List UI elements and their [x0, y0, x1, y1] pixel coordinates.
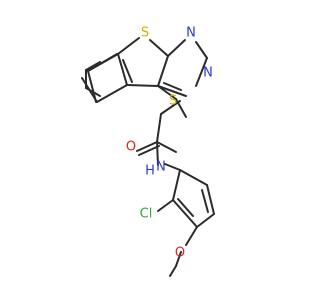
bond	[172, 199, 198, 228]
bond	[117, 53, 128, 86]
chlorine-label: Cl	[140, 207, 153, 222]
bond	[185, 226, 198, 246]
bond	[167, 39, 186, 57]
bond	[157, 55, 169, 87]
bond	[157, 85, 187, 97]
bond	[195, 57, 208, 87]
bond	[195, 41, 208, 59]
bond	[201, 189, 209, 213]
bond	[196, 213, 215, 228]
bond	[177, 198, 194, 217]
bond	[122, 59, 133, 83]
bond	[157, 85, 177, 100]
nitrogen-label: N	[186, 26, 196, 41]
oxygen-carbonyl-label: O	[126, 140, 136, 155]
bond	[85, 61, 101, 71]
bond	[96, 84, 128, 103]
bond	[87, 70, 97, 103]
bond	[87, 53, 118, 72]
bond	[169, 265, 177, 277]
bonds	[81, 37, 215, 277]
bond	[136, 141, 158, 152]
bond	[156, 113, 162, 143]
bond	[172, 169, 181, 201]
bond	[157, 199, 174, 212]
nitrogen-label: N	[203, 66, 213, 81]
bond	[175, 251, 182, 267]
bond	[156, 141, 177, 153]
bond	[206, 184, 215, 215]
bond	[156, 141, 159, 166]
bond	[163, 82, 182, 91]
oxygen-methoxy-label: O	[175, 246, 185, 261]
bond	[126, 84, 159, 87]
bond	[160, 100, 181, 115]
nitrogen-amide-label: N	[156, 160, 166, 175]
sulfur-linker-label: S	[169, 94, 177, 109]
bond	[117, 37, 140, 55]
chemical-structure: S N N S O N H Cl O	[81, 26, 215, 277]
bond	[164, 163, 181, 171]
bond	[85, 87, 101, 97]
bond	[149, 39, 169, 57]
bond	[179, 169, 208, 186]
bond	[138, 145, 160, 156]
hydrogen-label: H	[145, 164, 155, 179]
sulfur-thiophene-label: S	[141, 26, 149, 41]
atom-labels: S N N S O N H Cl O	[126, 26, 213, 261]
